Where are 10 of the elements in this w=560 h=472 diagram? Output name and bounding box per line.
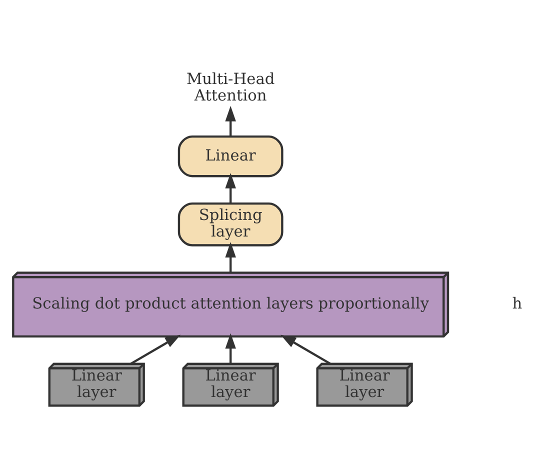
arrow — [130, 334, 181, 364]
label: h — [512, 294, 522, 312]
arrow — [225, 332, 236, 364]
node-text: Multi-Head Attention — [186, 70, 275, 104]
arrow — [225, 105, 236, 136]
node-box: Splicing layer — [178, 202, 284, 246]
node-box: Linear — [178, 134, 284, 177]
arrow — [280, 334, 331, 364]
arrow — [225, 242, 236, 272]
arrow — [225, 172, 236, 204]
